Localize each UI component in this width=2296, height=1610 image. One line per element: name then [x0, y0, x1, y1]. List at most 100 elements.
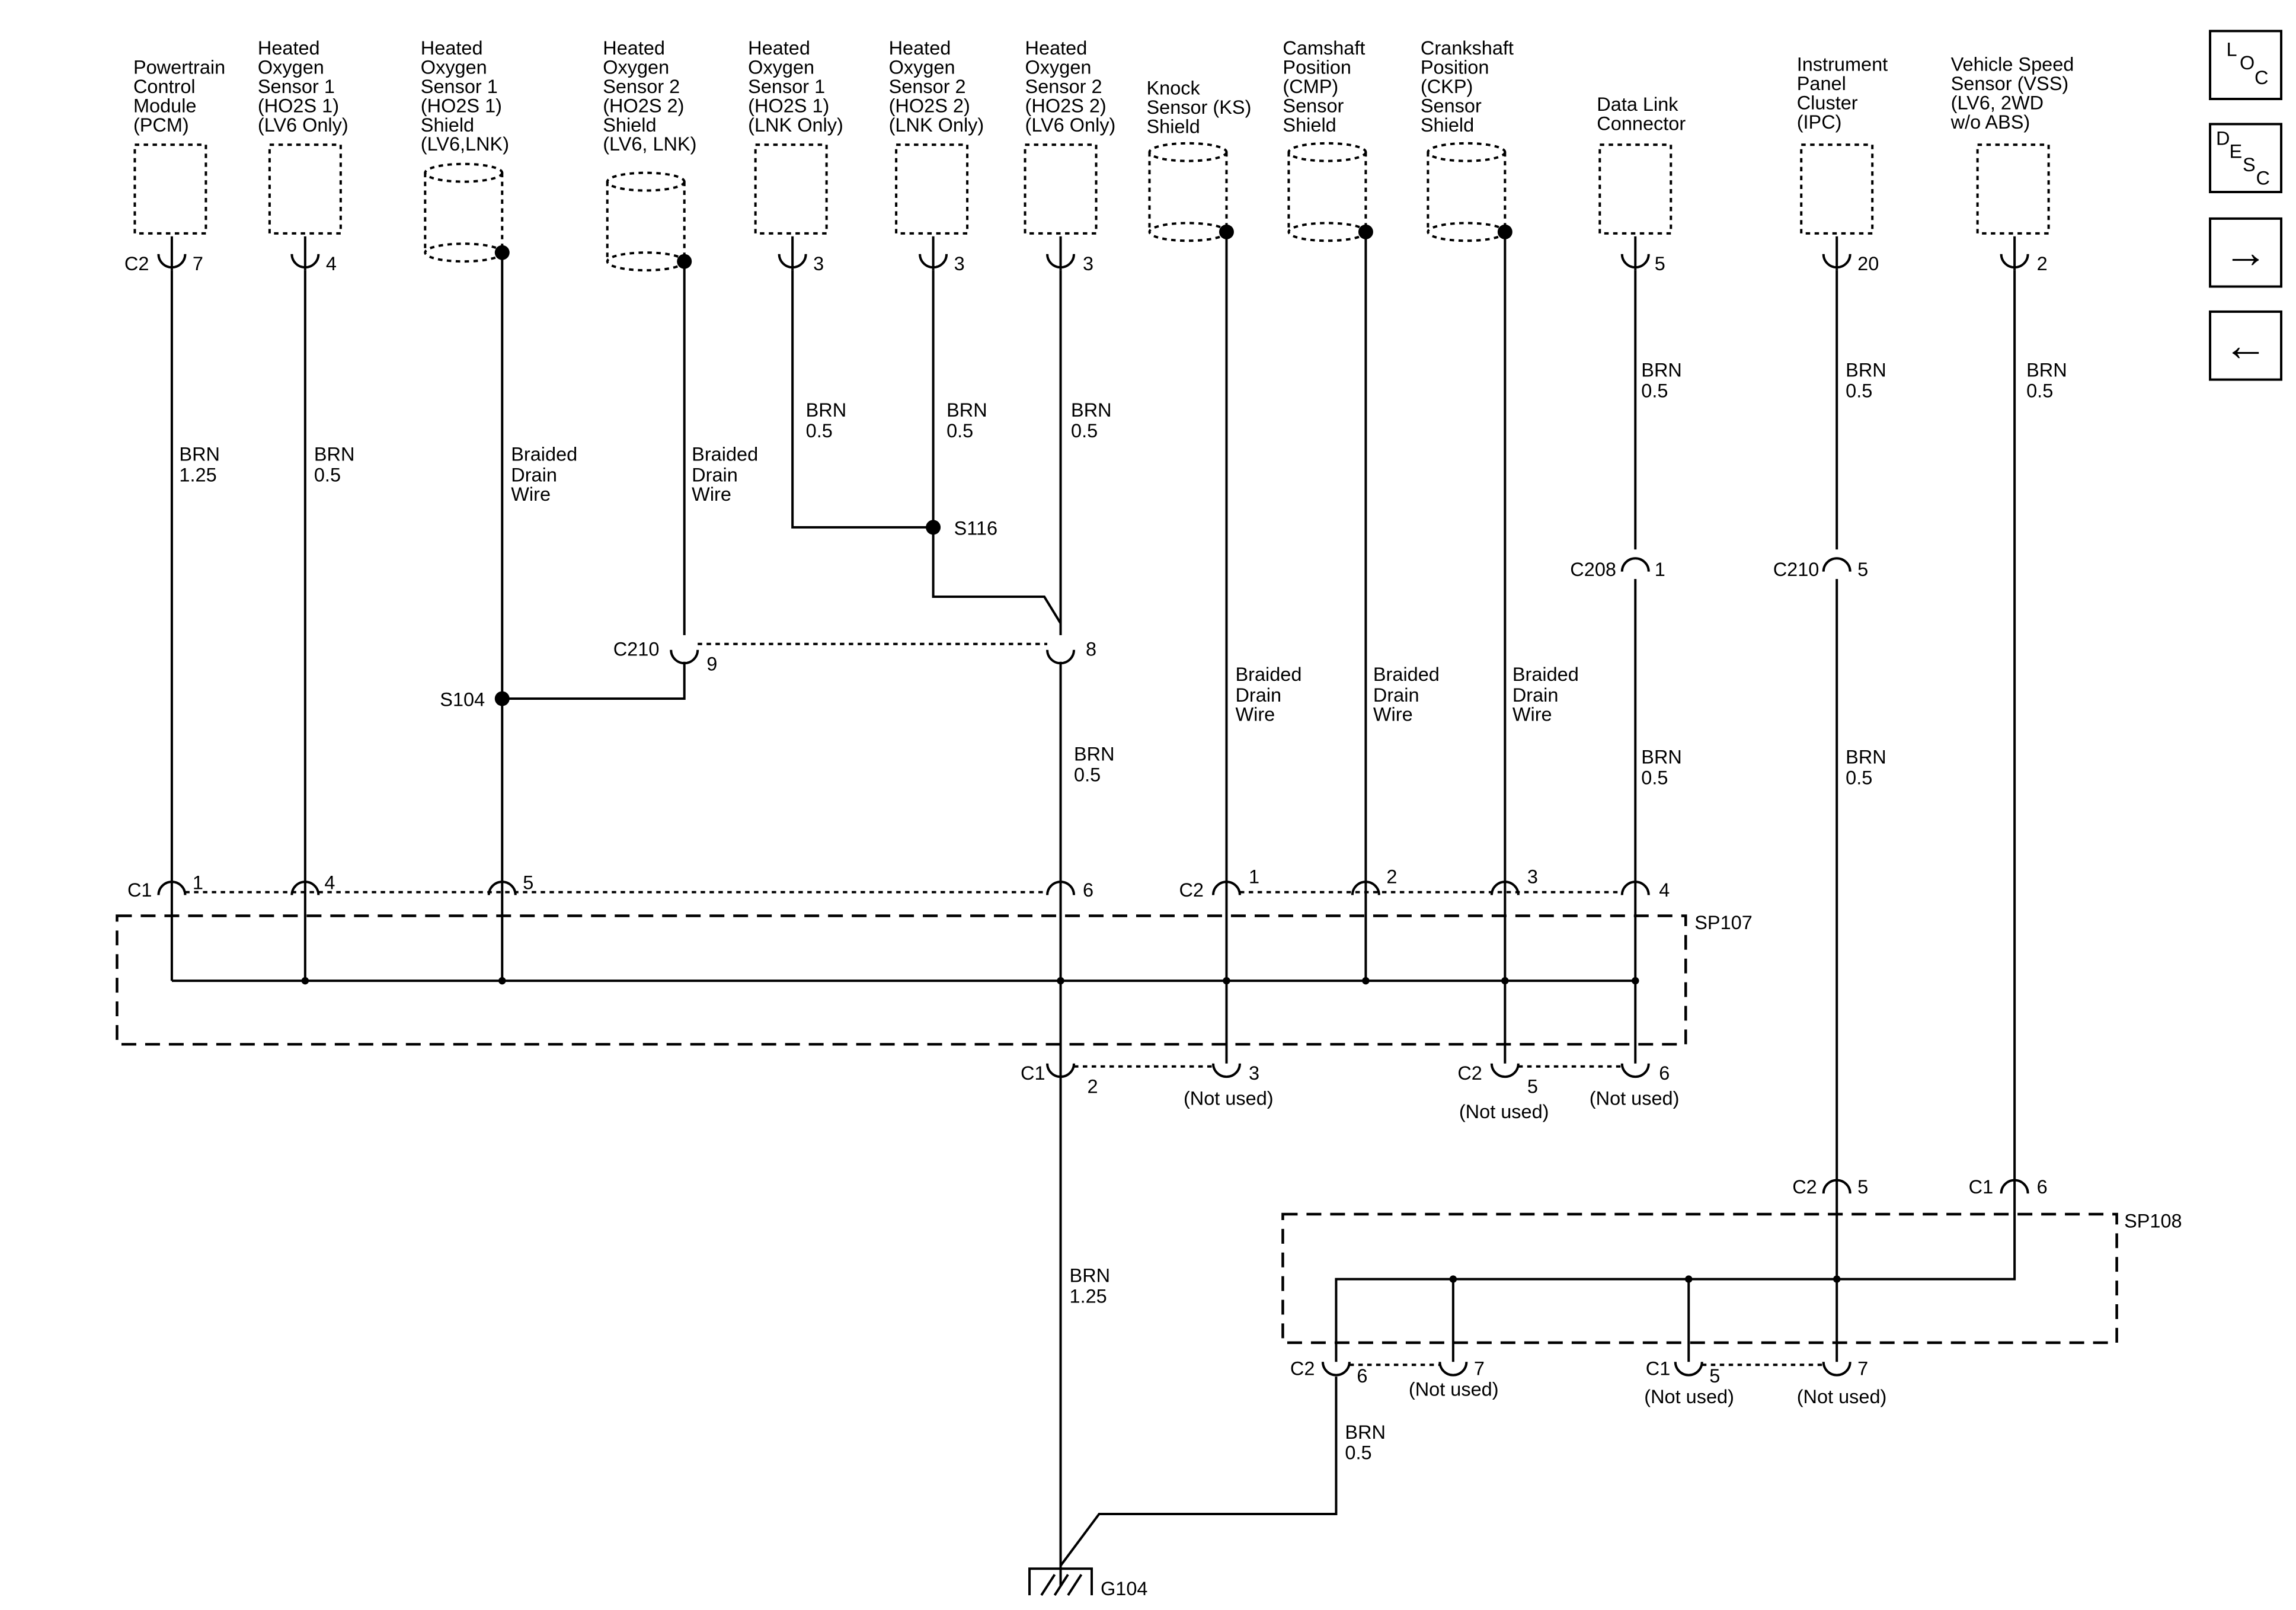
svg-text:Position: Position — [1283, 57, 1351, 78]
svg-text:BRN: BRN — [946, 399, 987, 421]
sp108-c2-6 — [1321, 1362, 1351, 1377]
ho2s1-lv6-label: Heated Oxygen Sensor 1 (HO2S 1) (LV6 Onl… — [258, 37, 348, 136]
svg-text:C2: C2 — [124, 253, 149, 274]
svg-text:3: 3 — [813, 253, 824, 274]
next-page-button[interactable]: → — [2209, 217, 2283, 288]
ho2s2-lnk-box — [895, 143, 969, 235]
vss-wire — [1335, 270, 2016, 1362]
previous-page-button[interactable]: ← — [2209, 310, 2283, 381]
device-boxes — [133, 143, 2050, 235]
svg-text:Drain: Drain — [692, 465, 738, 486]
ho2s2-shield-terminal — [677, 254, 692, 269]
svg-text:Shield: Shield — [603, 114, 656, 136]
svg-text:Drain: Drain — [1512, 684, 1559, 706]
svg-text:Drain: Drain — [1373, 684, 1419, 706]
svg-text:C2: C2 — [1290, 1358, 1315, 1379]
svg-text:BRN: BRN — [1846, 360, 1886, 381]
svg-text:BRN: BRN — [1846, 747, 1886, 768]
svg-text:C1: C1 — [1021, 1062, 1045, 1084]
svg-text:7: 7 — [193, 253, 203, 274]
vss-box — [1976, 143, 2050, 235]
svg-text:Position: Position — [1421, 57, 1489, 78]
svg-text:(HO2S 1): (HO2S 1) — [748, 95, 829, 116]
svg-text:E: E — [2230, 141, 2243, 162]
splice-dots — [301, 224, 1841, 1283]
ground-symbol — [1028, 1567, 1093, 1596]
svg-text:Shield: Shield — [1283, 114, 1336, 136]
svg-text:(LV6, 2WD: (LV6, 2WD — [1951, 92, 2044, 113]
svg-text:S104: S104 — [440, 689, 485, 710]
svg-text:5: 5 — [1709, 1365, 1720, 1387]
c210-ipc-connector — [1822, 557, 1851, 572]
svg-text:0.5: 0.5 — [1641, 767, 1668, 789]
sp107-c1-1 — [157, 881, 187, 895]
svg-text:L: L — [2227, 39, 2237, 60]
svg-text:Drain: Drain — [511, 465, 557, 486]
cmp-shield-symbol — [1287, 142, 1367, 242]
svg-text:(HO2S 2): (HO2S 2) — [603, 95, 684, 116]
svg-text:Braided: Braided — [1373, 664, 1440, 685]
sp107-c2-1 — [1211, 881, 1241, 895]
location-button[interactable]: L O C — [2209, 30, 2283, 101]
svg-text:C1: C1 — [1646, 1358, 1671, 1379]
svg-text:Control: Control — [133, 76, 196, 97]
connector-labels: C2 7 4 3 3 3 5 20 2 C208 1 C210 5 C210 9… — [124, 253, 2048, 1387]
svg-text:(Not used): (Not used) — [1797, 1386, 1887, 1407]
svg-text:Data Link: Data Link — [1597, 94, 1678, 115]
description-button[interactable]: D E S C — [2209, 123, 2283, 194]
sp108-c2-5 — [1822, 1179, 1851, 1194]
svg-text:7: 7 — [1857, 1358, 1868, 1379]
svg-text:2: 2 — [1088, 1076, 1098, 1097]
svg-text:0.5: 0.5 — [1846, 767, 1872, 789]
sp108-c2-7 — [1438, 1362, 1468, 1377]
svg-text:7: 7 — [1474, 1358, 1485, 1379]
svg-text:D: D — [2216, 127, 2230, 149]
ho2s1-shield-label: Heated Oxygen Sensor 1 (HO2S 1) Shield (… — [421, 37, 509, 155]
svg-text:C1: C1 — [127, 879, 152, 901]
svg-text:Knock: Knock — [1147, 78, 1201, 99]
svg-text:Instrument: Instrument — [1797, 54, 1888, 75]
svg-text:BRN: BRN — [1071, 399, 1112, 421]
svg-text:Wire: Wire — [692, 484, 731, 505]
ks-shield-label: Knock Sensor (KS) Shield — [1147, 78, 1252, 137]
svg-text:BRN: BRN — [806, 399, 847, 421]
ho2s2-lv6-label: Heated Oxygen Sensor 2 (HO2S 2) (LV6 Onl… — [1025, 37, 1116, 136]
svg-text:3: 3 — [1527, 866, 1538, 888]
svg-text:Braided: Braided — [1235, 664, 1302, 685]
ckp-shield-symbol — [1427, 142, 1507, 242]
ho2s2-shield-symbol — [606, 171, 686, 272]
svg-text:O: O — [2240, 52, 2255, 73]
sp107-c2-5 — [1490, 1063, 1520, 1078]
svg-text:Shield: Shield — [421, 114, 474, 136]
svg-text:1.25: 1.25 — [179, 465, 216, 486]
vss-connector — [2000, 236, 2029, 271]
svg-text:Oxygen: Oxygen — [603, 57, 669, 78]
svg-text:Powertrain: Powertrain — [133, 57, 225, 78]
svg-text:0.5: 0.5 — [1345, 1442, 1371, 1464]
s104-dot — [494, 691, 510, 706]
svg-text:Sensor 1: Sensor 1 — [748, 76, 825, 97]
ipc-label: Instrument Panel Cluster (IPC) — [1797, 54, 1888, 133]
ho2s1-lnk-connector — [778, 236, 807, 271]
s104-branch-wire — [502, 661, 686, 700]
ho2s2-lnk-label: Heated Oxygen Sensor 2 (HO2S 2) (LNK Onl… — [889, 37, 984, 136]
svg-text:Vehicle Speed: Vehicle Speed — [1951, 54, 2074, 75]
svg-text:6: 6 — [1083, 879, 1093, 901]
svg-text:Wire: Wire — [1373, 703, 1413, 725]
c210-9-connector — [670, 649, 699, 665]
dlc-connector — [1620, 236, 1650, 271]
cmp-shield-label: Camshaft Position (CMP) Sensor Shield — [1283, 37, 1365, 136]
sp107-box — [116, 914, 1687, 1046]
svg-text:(HO2S 1): (HO2S 1) — [421, 95, 502, 116]
svg-text:5: 5 — [1527, 1076, 1538, 1097]
svg-text:Sensor (KS): Sensor (KS) — [1147, 97, 1252, 118]
svg-text:0.5: 0.5 — [2026, 380, 2053, 402]
svg-text:0.5: 0.5 — [314, 465, 341, 486]
svg-text:4: 4 — [324, 872, 335, 894]
svg-text:(IPC): (IPC) — [1797, 111, 1842, 133]
c210-8-connector — [1046, 649, 1076, 665]
svg-text:Heated: Heated — [889, 37, 951, 59]
svg-text:Heated: Heated — [603, 37, 665, 59]
svg-text:Oxygen: Oxygen — [889, 57, 955, 78]
ho2s1-lv6-box — [268, 143, 342, 235]
